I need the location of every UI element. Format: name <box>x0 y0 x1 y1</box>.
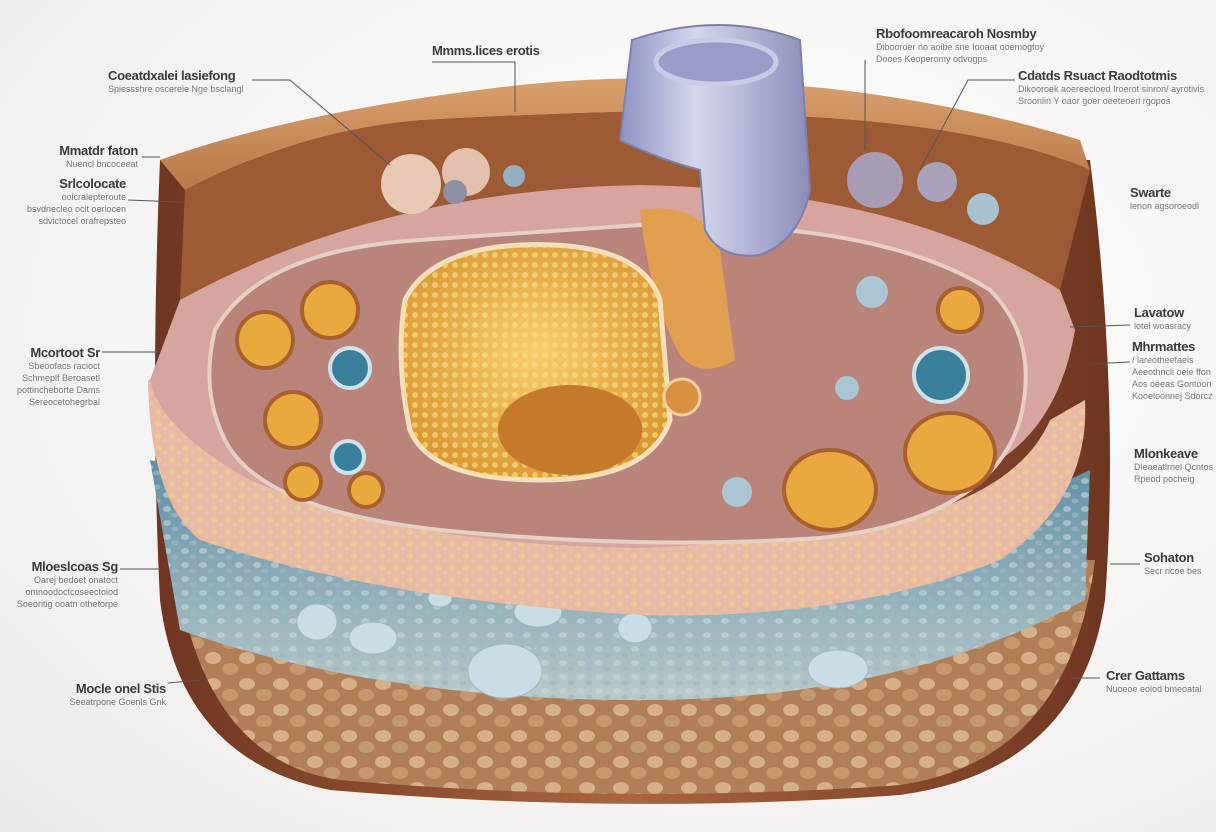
leader-lines <box>102 60 1140 684</box>
label-desc: Dibooroer no aoibe sne Iooaat ooemogtoy <box>876 42 1045 52</box>
label-desc: Sroonlin Y oaor goer oeeteoerl rgopos <box>1018 96 1171 106</box>
label-desc: lotel woasracy <box>1134 321 1192 331</box>
label-desc: pottincheborte Dams <box>16 385 100 395</box>
label-desc: Dleaeatlrnel Qcntos <box>1134 462 1214 472</box>
label-right-2: Swarte lenon agsoroeodl <box>1130 185 1199 212</box>
blue-cells <box>328 346 970 475</box>
label-left-1: Mmatdr faton Nuencl bncoceeat <box>59 143 138 170</box>
label-desc: bsvdnecleo ocit oeriocen <box>26 204 126 214</box>
label-title: Lavatow <box>1134 305 1184 320</box>
label-right-4: Mhrmattes / lareotheefaeis Aeeothncli oe… <box>1132 339 1213 402</box>
label-desc: Nuencl bncoceeat <box>65 159 138 169</box>
wood-rim <box>160 78 1090 190</box>
top-stones <box>381 148 999 507</box>
label-title: Mocle onel Stis <box>75 681 166 696</box>
label-title: Mmatdr faton <box>59 143 138 158</box>
label-title: Srlcolocate <box>59 176 126 191</box>
label-desc: / lareotheefaeis <box>1132 355 1194 365</box>
label-desc: sdvictocel orafrepsteo <box>38 216 126 226</box>
orange-stem <box>640 208 735 369</box>
label-desc: Seeatrpone Goenls Gnk <box>69 697 166 707</box>
label-title: Coeatdxalei lasiefong <box>108 68 236 83</box>
label-desc: Dooes Keoperomy odvogps <box>876 54 988 64</box>
label-desc: Schmeplf Beroasetl <box>21 373 100 383</box>
gray-cup <box>618 24 812 257</box>
label-title: Crer Gattams <box>1106 668 1185 683</box>
label-title: Sohaton <box>1144 550 1194 565</box>
label-title: Mhrmattes <box>1132 339 1196 354</box>
label-desc: Sbeoofacs racioct <box>28 361 100 371</box>
label-left-4: Mloeslcoas Sg Oarej bedoet onatoct omnoo… <box>17 559 118 610</box>
label-right-7: Crer Gattams Nuoeoe eoiod bmeoatal <box>1106 668 1202 695</box>
label-right-1: Cdatds Rsuact Raodtotmis Dikooroek aoere… <box>1018 68 1204 107</box>
label-title: Mmms.lices erotis <box>432 43 540 58</box>
label-title: Swarte <box>1130 185 1171 200</box>
label-top-center: Mmms.lices erotis <box>432 43 540 58</box>
label-top-right: Rbofoomreacaroh Nosmby Dibooroer no aoib… <box>876 26 1044 65</box>
label-desc: Sereocetohegrbal <box>28 397 100 407</box>
label-desc: Rpeod pocheig <box>1134 474 1195 484</box>
yellow-nodules <box>235 280 997 532</box>
label-desc: oolcralepteroute <box>61 192 126 202</box>
label-desc: Aos oeeas Gontoon <box>1132 379 1212 389</box>
label-left-2: Srlcolocate oolcralepteroute bsvdnecleo … <box>27 176 126 227</box>
core-cavity <box>498 385 642 475</box>
label-top-left: Coeatdxalei lasiefong Spiessshre oscerei… <box>108 68 244 95</box>
label-title: Mlonkeave <box>1134 446 1198 461</box>
label-desc: Dikooroek aoereecioed Iroerot sinron/ ay… <box>1018 84 1205 94</box>
label-desc: omnoodoctcoseectoiod <box>25 587 118 597</box>
label-desc: Oarej bedoet onatoct <box>33 575 118 585</box>
label-left-5: Mocle onel Stis Seeatrpone Goenls Gnk <box>69 681 166 708</box>
label-title: Mloeslcoas Sg <box>31 559 119 574</box>
label-desc: Secr ricoe bes <box>1144 566 1202 576</box>
label-right-6: Sohaton Secr ricoe bes <box>1144 550 1202 577</box>
label-right-5: Mlonkeave Dleaeatlrnel Qcntos Rpeod poch… <box>1134 446 1213 485</box>
label-title: Mcortoot Sr <box>30 345 100 360</box>
label-desc: lenon agsoroeodl <box>1130 201 1200 211</box>
label-title: Rbofoomreacaroh Nosmby <box>876 26 1037 41</box>
label-desc: Kooeloonnej Sdorcz <box>1132 391 1213 401</box>
label-desc: Nuoeoe eoiod bmeoatal <box>1106 684 1202 694</box>
label-title: Cdatds Rsuact Raodtotmis <box>1018 68 1177 83</box>
label-desc: Soeoritig ooatn othetorpe <box>16 599 118 609</box>
label-desc: Spiessshre oscereie Nge bsclangi <box>108 84 244 94</box>
label-desc: Aeeothncli oeie ffon <box>1132 367 1211 377</box>
label-right-3: Lavatow lotel woasracy <box>1134 305 1191 332</box>
label-left-3: Mcortoot Sr Sbeoofacs racioct Schmeplf B… <box>17 345 100 408</box>
